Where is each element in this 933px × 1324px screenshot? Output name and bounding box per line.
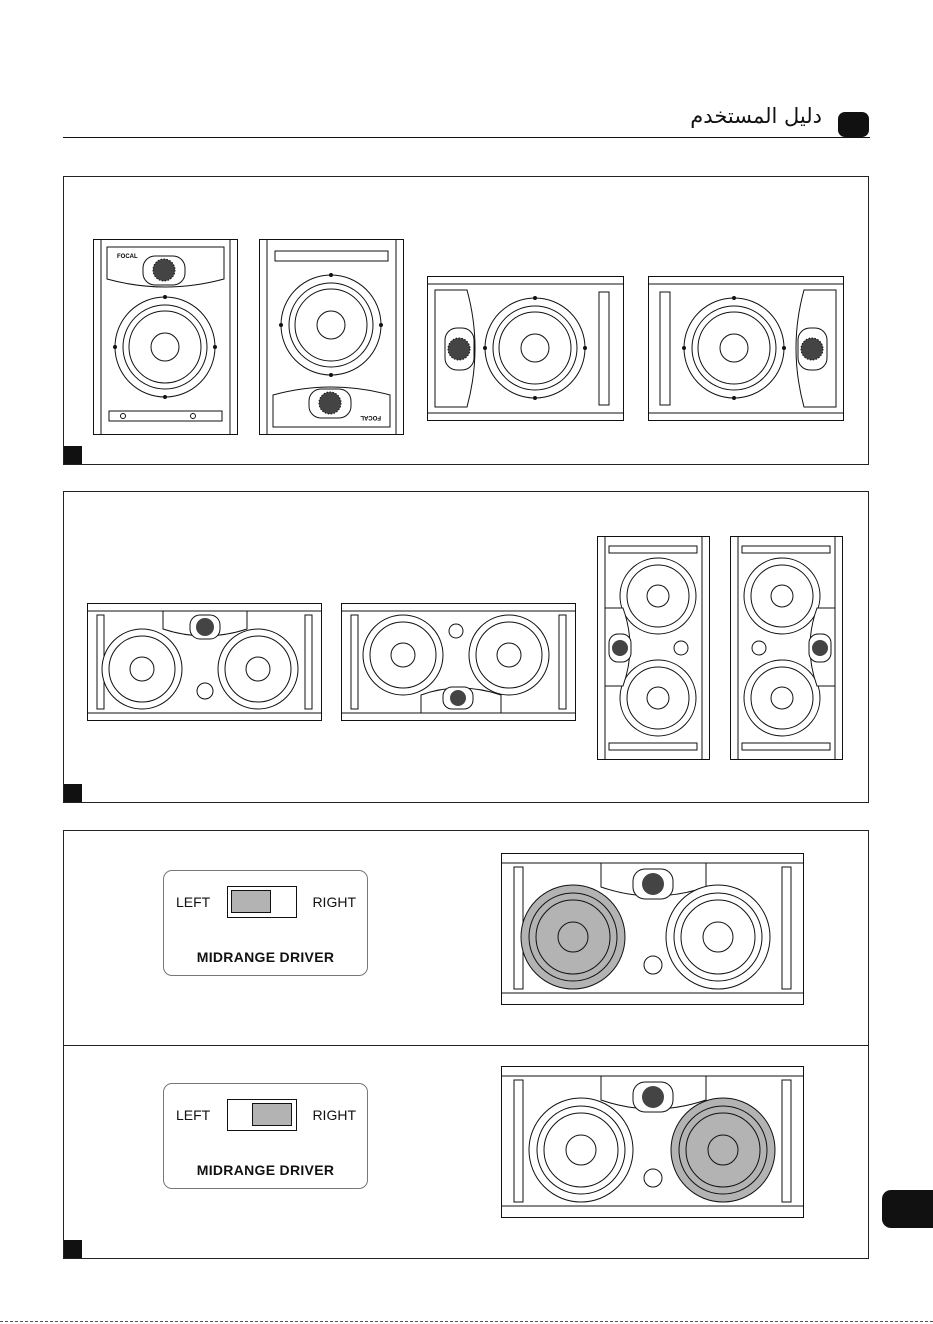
midrange-switch-diagram-right: LEFT RIGHT MIDRANGE DRIVER <box>163 1083 368 1189</box>
page-title: دليل المستخدم <box>640 104 822 128</box>
midrange-switch-diagram-left: LEFT RIGHT MIDRANGE DRIVER <box>163 870 368 976</box>
switch-knob <box>231 890 271 913</box>
page-number-badge <box>838 112 869 137</box>
figure-2-marker <box>64 784 82 802</box>
switch-right-label: RIGHT <box>312 894 356 910</box>
midrange-selector-switch <box>227 1099 297 1131</box>
figure-3-marker <box>64 1240 82 1258</box>
speaker-center-right-midrange-highlighted <box>501 1066 804 1218</box>
speaker-tall-tweeter-right <box>730 536 843 760</box>
switch-right-label: RIGHT <box>312 1107 356 1123</box>
speaker-vertical-tweeter-bottom: FOCAL <box>259 239 404 435</box>
figure-1-marker <box>64 446 82 464</box>
svg-text:FOCAL: FOCAL <box>360 414 381 420</box>
section-side-tab <box>882 1190 933 1228</box>
switch-title: MIDRANGE DRIVER <box>164 1162 367 1178</box>
header-divider <box>63 137 870 138</box>
page-bottom-dashed-line <box>0 1321 933 1322</box>
svg-text:FOCAL: FOCAL <box>117 254 138 260</box>
switch-title: MIDRANGE DRIVER <box>164 949 367 965</box>
speaker-center-tweeter-top <box>87 603 322 721</box>
midrange-selector-switch <box>227 886 297 918</box>
speaker-center-tweeter-bottom <box>341 603 576 721</box>
speaker-vertical-tweeter-top: FOCAL <box>93 239 238 435</box>
switch-left-label: LEFT <box>176 1107 210 1123</box>
switch-left-label: LEFT <box>176 894 210 910</box>
figure-3-divider <box>63 1045 869 1046</box>
speaker-horizontal-tweeter-right <box>648 276 844 421</box>
speaker-horizontal-tweeter-left <box>427 276 624 421</box>
switch-knob <box>252 1103 292 1126</box>
speaker-tall-tweeter-left <box>597 536 710 760</box>
speaker-center-left-midrange-highlighted <box>501 853 804 1005</box>
